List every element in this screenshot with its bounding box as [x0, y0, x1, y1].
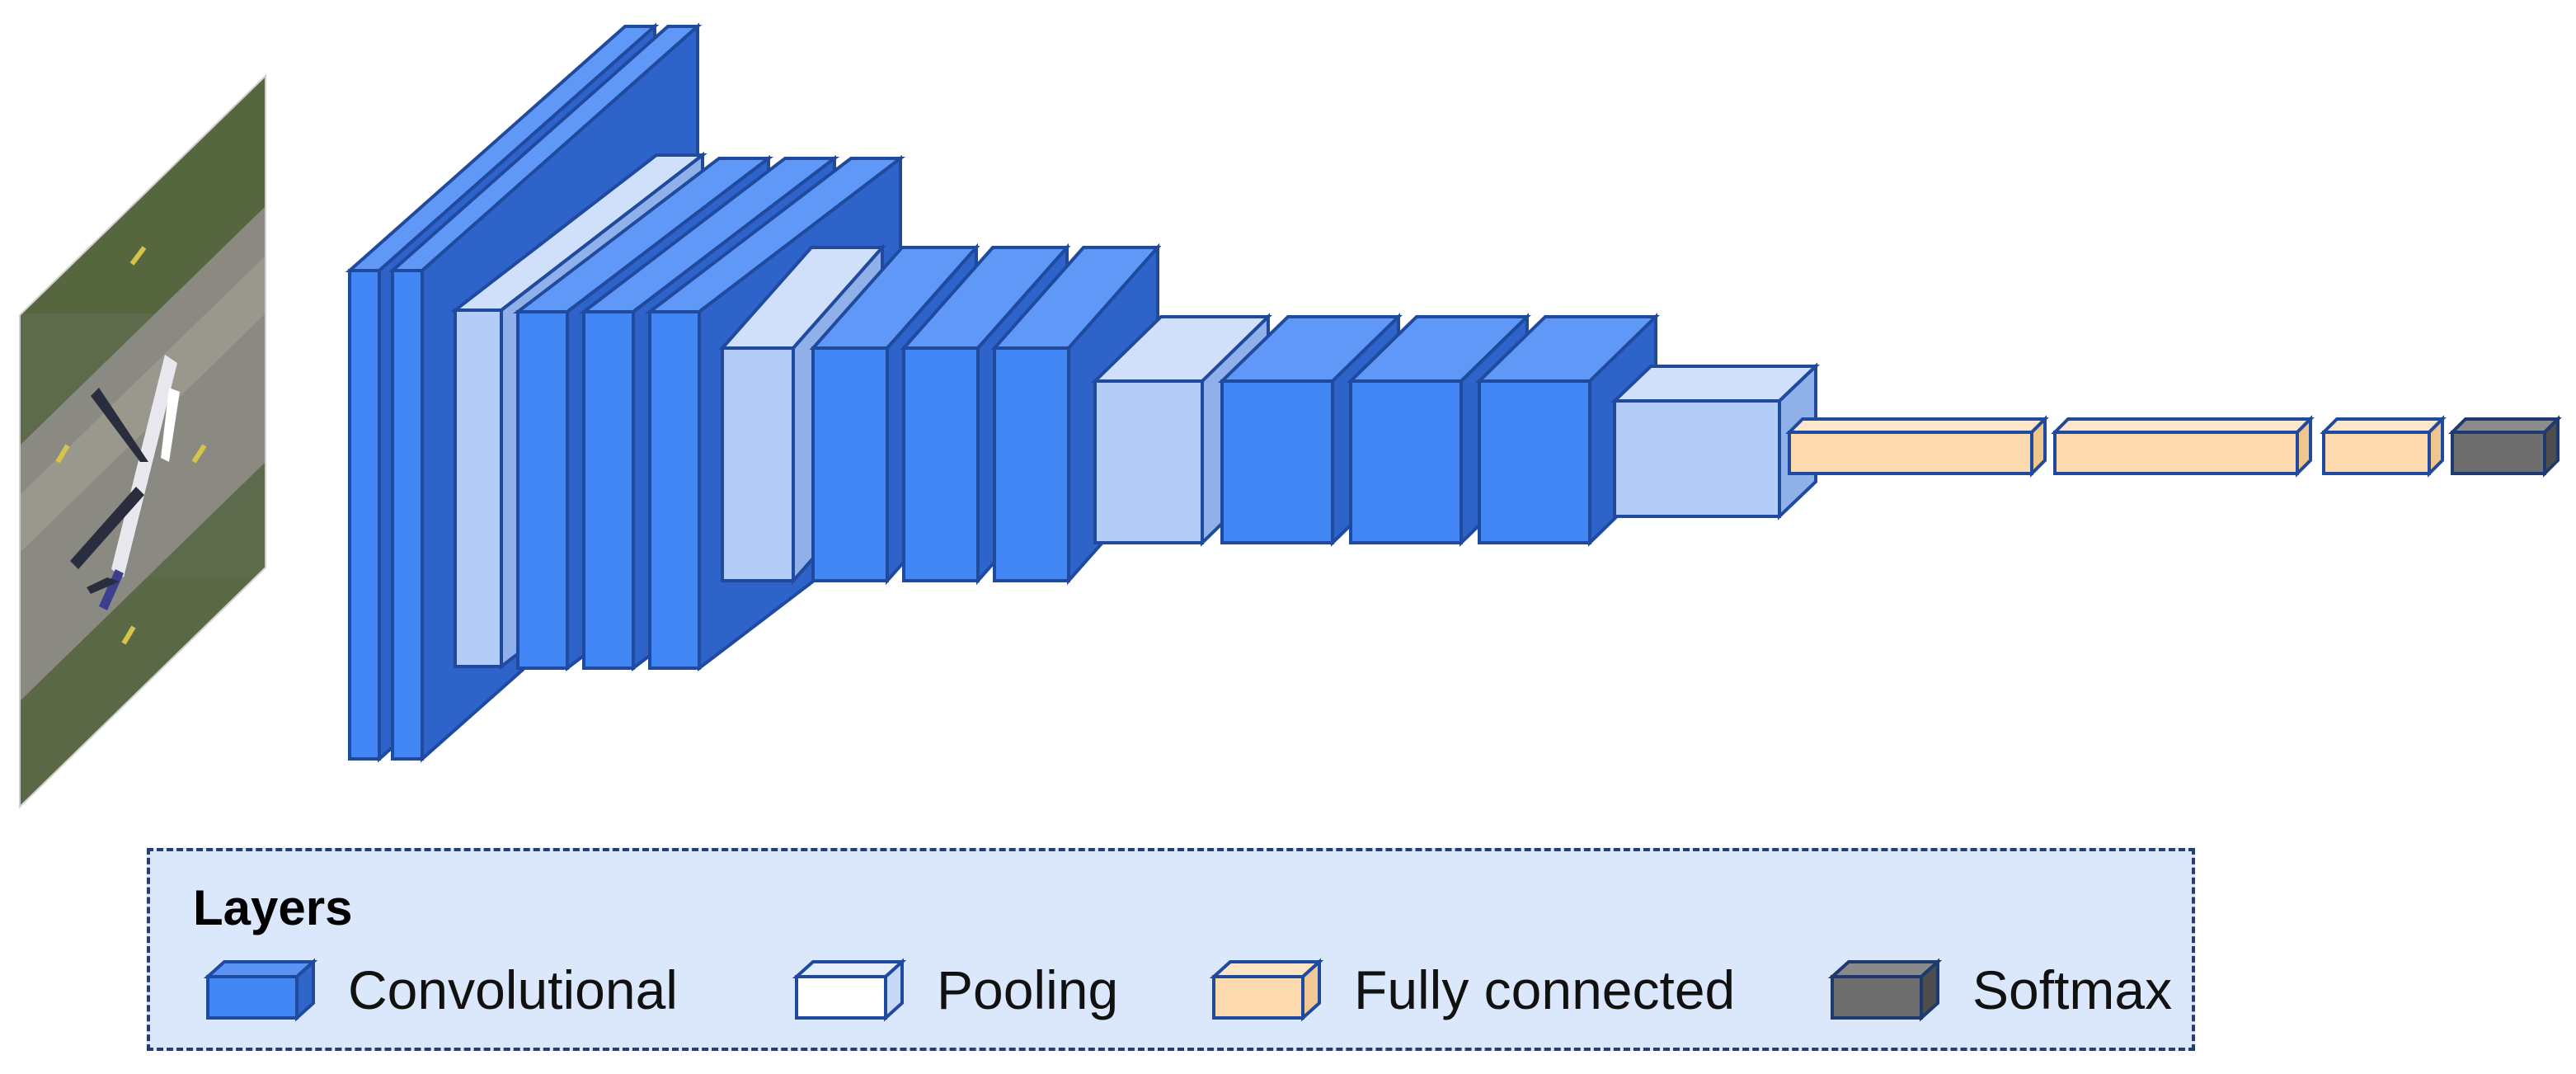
- layer-front-face: [1788, 431, 2033, 475]
- layer-front-face: [1220, 379, 1334, 544]
- layer-top-face: [2448, 417, 2562, 434]
- legend-item-pooling: Pooling: [792, 957, 1118, 1023]
- softmax-swatch-icon: [1827, 958, 1943, 1022]
- layer-front-face: [1093, 379, 1204, 544]
- fully-connected-layer-16: [1785, 415, 2049, 478]
- legend-item-softmax: Softmax: [1827, 957, 2172, 1023]
- layer-top-face: [2051, 417, 2315, 434]
- legend-item-fully-connected: Fully connected: [1209, 957, 1735, 1023]
- fully-connected-layer-18: [2320, 415, 2447, 478]
- pooling-swatch-icon: [792, 958, 907, 1022]
- layer-front-face: [721, 346, 795, 582]
- layer-front-face: [993, 346, 1070, 582]
- softmax-layer-19: [2448, 415, 2562, 478]
- layer-front-face: [811, 346, 889, 582]
- fully-connected-swatch-icon: [1209, 958, 1324, 1022]
- airplane-icon: [70, 355, 180, 610]
- legend-label-pooling: Pooling: [937, 959, 1119, 1020]
- layer-front-face: [1478, 379, 1591, 544]
- legend-label-convolutional: Convolutional: [348, 959, 678, 1020]
- layer-front-face: [454, 309, 503, 668]
- fully-connected-layer-17: [2051, 415, 2315, 478]
- legend-label-softmax: Softmax: [1972, 959, 2173, 1020]
- layer-front-face: [2053, 431, 2299, 475]
- layer-front-face: [582, 310, 635, 670]
- layer-front-face: [516, 310, 569, 670]
- layer-front-face: [2322, 431, 2431, 475]
- layer-stack: [345, 22, 2562, 763]
- convolutional-swatch-icon: [203, 958, 318, 1022]
- input-image: [19, 73, 266, 809]
- legend: Layers Convolutional Pooling Fully conne…: [147, 848, 2195, 1051]
- layer-top-face: [2320, 417, 2447, 434]
- layer-front-face: [648, 310, 701, 670]
- pooling-layer-15: [1610, 362, 1820, 521]
- layer-front-face: [2451, 431, 2546, 475]
- layer-front-face: [1613, 399, 1781, 518]
- legend-label-fully-connected: Fully connected: [1354, 959, 1736, 1020]
- legend-item-convolutional: Convolutional: [203, 957, 678, 1023]
- layer-front-face: [391, 269, 424, 761]
- layer-front-face: [902, 346, 980, 582]
- legend-title: Layers: [193, 880, 353, 935]
- layer-front-face: [1349, 379, 1463, 544]
- layer-front-face: [348, 269, 381, 761]
- layer-top-face: [1785, 417, 2049, 434]
